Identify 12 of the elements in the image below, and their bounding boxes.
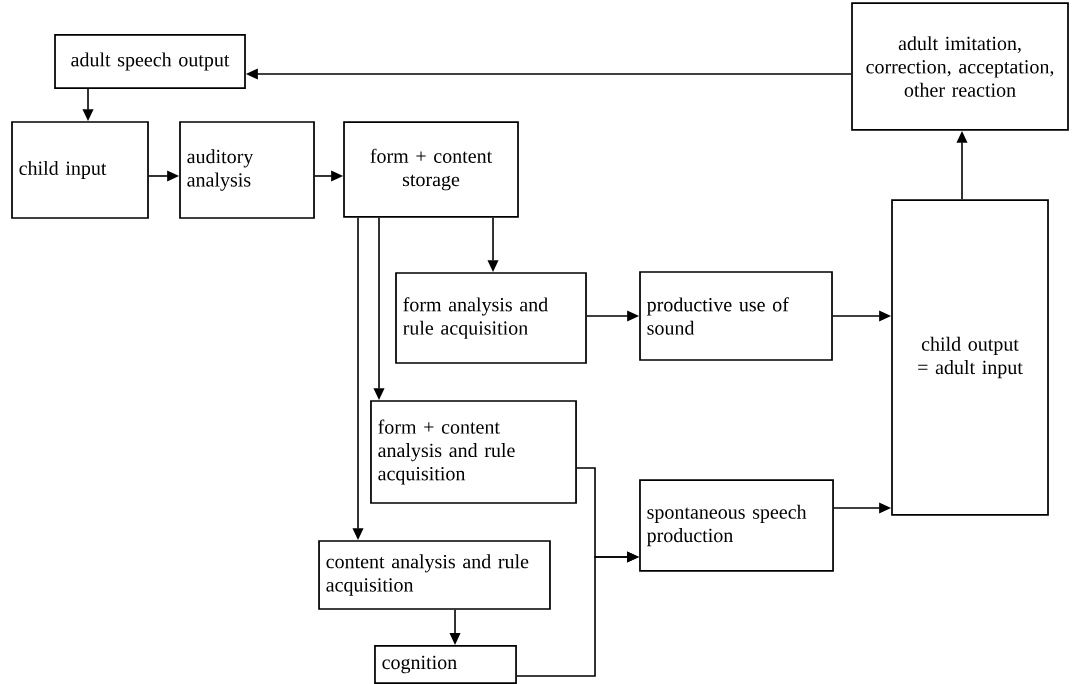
process-box: auditory analysis xyxy=(179,121,315,219)
process-box: adult imitation, correction, acceptation, other reaction xyxy=(851,2,1069,131)
process-box: child input xyxy=(11,121,149,219)
process-box: form analysis and rule acquisition xyxy=(395,272,587,364)
process-box: content analysis and rule acquisition xyxy=(318,540,551,610)
process-box: child output = adult input xyxy=(891,199,1049,516)
process-box: spontaneous speech production xyxy=(639,479,834,572)
process-box: adult speech output xyxy=(54,34,246,89)
process-box: cognition xyxy=(374,645,517,684)
process-box: form + content analysis and rule acquisition xyxy=(370,400,577,504)
process-box: productive use of sound xyxy=(639,271,833,361)
process-box: form + content storage xyxy=(343,121,519,218)
